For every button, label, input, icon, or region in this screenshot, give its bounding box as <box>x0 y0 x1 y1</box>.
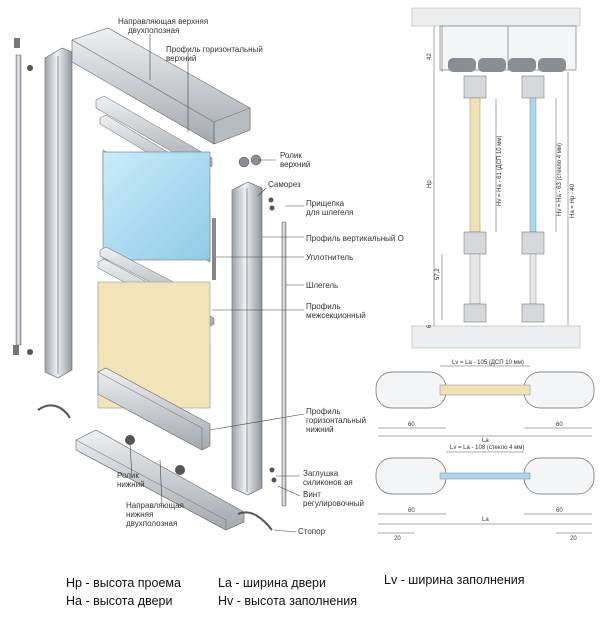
label-top-roller-1: Ролик <box>280 151 302 160</box>
label-seal: Уплотнитель <box>306 253 353 262</box>
section-top-rollers <box>448 58 566 72</box>
label-schlegel: Шлегель <box>306 281 338 290</box>
legend-lv: Lv - ширина заполнения <box>384 573 525 587</box>
vertical-section: 42 Hp Ha = Hp - 40 Hv = Ha - 61 (ДСП 10 … <box>411 7 581 349</box>
label-screw: Саморез <box>268 180 301 189</box>
section-glass <box>529 97 537 233</box>
label-midsection-1: Профиль <box>306 302 341 311</box>
top-roller <box>238 154 262 168</box>
label-bottom-profile-1: Профиль <box>306 407 341 416</box>
plan-bottom-20-left: 20 <box>394 536 401 542</box>
floor <box>411 325 581 349</box>
plan-bottom-20-right: 20 <box>570 536 577 542</box>
label-top-profile-1: Профиль горизонтальный <box>166 45 263 54</box>
label-clip-1: Прищепка <box>306 199 345 208</box>
legend-la: La - ширина двери <box>218 576 326 590</box>
legend-hp: Hp - высота проема <box>66 576 181 590</box>
top-horizontal-profile <box>95 95 213 171</box>
section-profile-right-mid <box>521 231 545 255</box>
stopper-left <box>37 404 71 419</box>
seal-strip <box>212 218 216 280</box>
plan-bottom-formula: Lv = La - 108 (стекло 4 мм) <box>450 445 524 451</box>
label-adjust-screw-2: регулировочный <box>303 499 364 508</box>
label-bottom-roller-1: Ролик <box>117 471 139 480</box>
label-vertical-profile: Профиль вертикальный О <box>306 234 404 243</box>
dim-hv-glass: Hv = Ha - 63 (стекло 4 мм) <box>557 143 563 216</box>
schlegel-strip-right <box>281 221 287 507</box>
screw-left-bottom <box>27 349 33 355</box>
plan-dsp-fill <box>439 384 531 396</box>
label-silicone-plug-2: силиконов ая <box>303 478 353 487</box>
label-bottom-guide-3: двухполозная <box>126 519 177 528</box>
label-silicone-plug-1: Заглушка <box>303 469 339 478</box>
plan-view-dsp: Lv = La - 105 (ДСП 10 мм) 60 60 La <box>375 360 595 444</box>
screw-right-top2 <box>269 205 275 211</box>
dim-hv-dsp: Hv = Ha - 61 (ДСП 10 мм) <box>497 136 503 206</box>
dim-42: 42 <box>427 53 433 60</box>
screw-right-bottom2 <box>271 477 277 483</box>
bottom-horizontal-profile <box>97 367 211 451</box>
stopper-right <box>237 511 273 531</box>
schlegel-strip-left <box>15 54 22 346</box>
label-bottom-guide-1: Направляющая <box>126 501 184 510</box>
plan-bottom-60-left: 60 <box>408 508 415 514</box>
screw-left-top <box>27 65 33 71</box>
bottom-guide-rail <box>75 429 245 531</box>
section-profile-left-mid <box>463 231 487 255</box>
plan-top-60-left: 60 <box>408 422 415 428</box>
dim-hp: Hp <box>427 180 433 188</box>
exploded-view: Направляющая верхняя двухполозная Профил… <box>13 17 404 536</box>
plan-top-60-right: 60 <box>556 422 563 428</box>
plan-view-glass: Lv = La - 108 (стекло 4 мм) 60 60 La 20 … <box>375 445 595 542</box>
label-top-roller-2: верхний <box>280 160 310 169</box>
plan-top-la: La <box>482 438 489 444</box>
label-stopper: Стопор <box>298 527 326 536</box>
clip-bottom-left <box>13 345 19 355</box>
clip-top-left <box>14 38 20 48</box>
legend-hv: Hv - высота заполнения <box>218 594 358 608</box>
ceiling <box>411 7 581 27</box>
label-bottom-profile-3: нижний <box>306 425 334 434</box>
label-adjust-screw-1: Винт <box>303 490 321 499</box>
screw-right-bottom <box>269 467 275 473</box>
label-midsection-2: межсекционный <box>306 311 366 320</box>
plan-bottom-la: La <box>482 517 489 523</box>
legend-ha: Ha - высота двери <box>66 594 173 608</box>
label-bottom-profile-2: горизонтальный <box>306 416 366 425</box>
bottom-roller <box>125 435 185 475</box>
plan-bottom-60-right: 60 <box>556 508 563 514</box>
plan-top-formula: Lv = La - 105 (ДСП 10 мм) <box>452 360 524 366</box>
dim-57: 57,2 <box>435 268 441 280</box>
section-profile-right <box>521 75 545 99</box>
glass-panel-visible <box>102 151 211 261</box>
dim-ha: Ha = Hp - 40 <box>570 183 576 218</box>
label-top-profile-2: верхний <box>166 54 196 63</box>
vertical-profile-left <box>44 47 73 379</box>
label-clip-2: для шлегеля <box>306 208 353 217</box>
dim-6: 6 <box>427 324 433 328</box>
label-bottom-roller-2: нижний <box>117 480 145 489</box>
section-dsp <box>469 97 481 233</box>
label-bottom-guide-2: нижняя <box>126 510 153 519</box>
label-top-guide-1: Направляющая верхняя <box>118 17 208 26</box>
plan-glass-fill <box>439 472 531 480</box>
label-top-guide-2: двухполозная <box>128 26 179 35</box>
screw-right-top <box>268 197 274 203</box>
section-profile-left <box>463 75 487 99</box>
